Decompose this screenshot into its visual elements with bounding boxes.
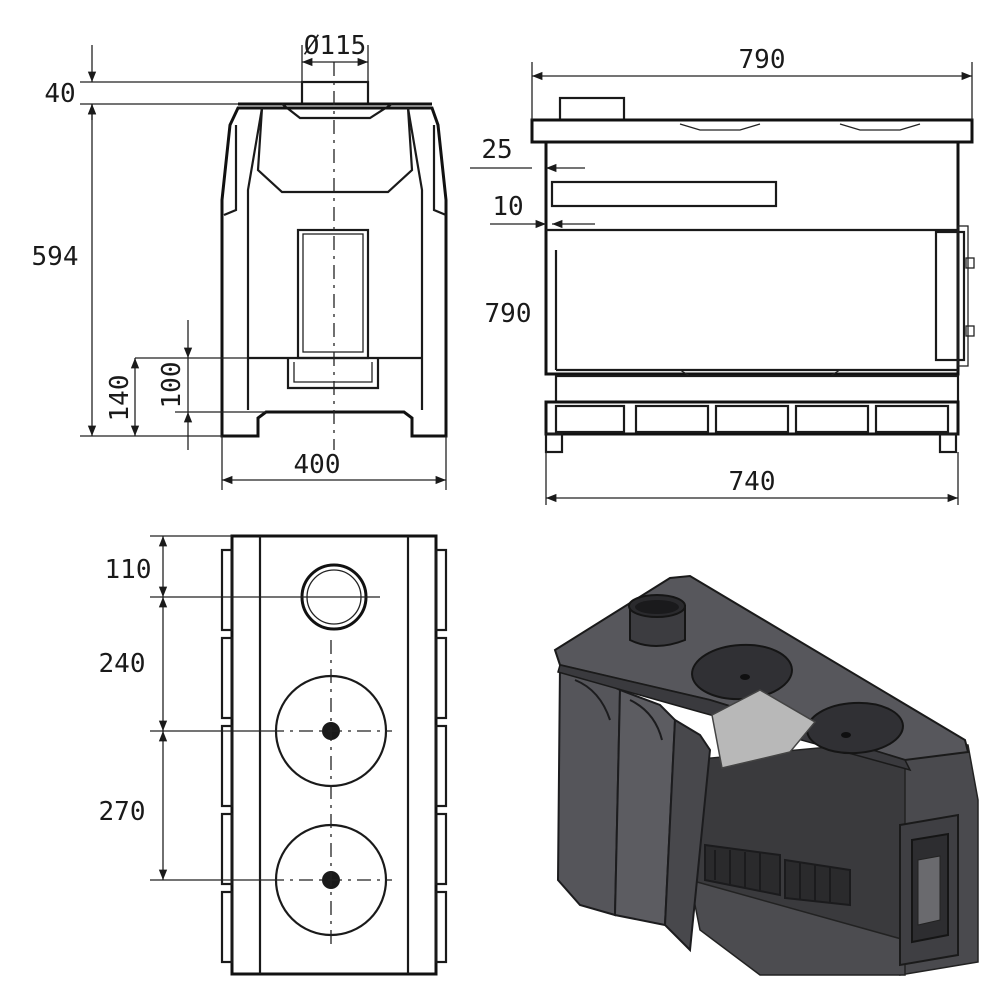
front-ash-pan-inner: [293, 362, 373, 383]
dim-hob1-spacing: 240: [99, 649, 146, 679]
dim-base-length: 740: [729, 467, 776, 497]
top-body-outline: [230, 534, 438, 976]
front-left-panel: [246, 107, 264, 410]
side-door-frame: [957, 225, 969, 367]
side-base-cell-4: [794, 404, 870, 434]
side-foot-right: [938, 432, 958, 454]
front-flue: [300, 80, 370, 106]
dim-overall-length: 790: [739, 45, 786, 75]
iso-render: [553, 574, 979, 976]
side-view: [530, 96, 975, 454]
front-view: [220, 62, 448, 450]
side-foot-left: [544, 432, 564, 454]
front-dimensions: Ø115 40 594 140 100 400: [32, 31, 447, 490]
front-door-opening: [296, 228, 370, 360]
side-base-cell-5: [874, 404, 950, 434]
top-view: [220, 534, 448, 976]
front-body-outline: [220, 106, 448, 438]
iso-flue-opening: [635, 600, 679, 614]
front-right-flap: [432, 125, 447, 217]
front-left-flap: [223, 125, 238, 217]
side-flue: [558, 96, 626, 122]
iso-grate: [704, 843, 851, 907]
front-ash-pan: [286, 358, 380, 390]
side-body: [544, 140, 960, 376]
iso-hob-2-knob: [841, 732, 851, 738]
side-base-cell-3: [714, 404, 790, 434]
front-hood: [256, 107, 414, 194]
iso-left-panel-3: [663, 718, 712, 953]
dim-front-width: 400: [294, 450, 341, 480]
dim-hob2-spacing: 270: [99, 797, 146, 827]
dim-flue-offset: 110: [105, 555, 152, 585]
side-hinge-top: [965, 257, 975, 269]
side-hob-rims: [679, 123, 921, 131]
top-right-flaps: [434, 548, 448, 964]
side-base-cell-1: [554, 404, 626, 434]
front-door-inner: [302, 233, 364, 353]
dim-base-height: 140: [105, 375, 135, 422]
dim-body-height: 594: [32, 242, 79, 272]
front-top-lip: [281, 103, 393, 120]
iso-floor: [689, 878, 906, 976]
top-dimensions: 110 240 270: [99, 535, 380, 881]
side-base-cell-2: [634, 404, 710, 434]
dim-top-offset: 25: [481, 135, 512, 165]
front-right-panel: [406, 107, 424, 410]
side-baffle: [550, 180, 778, 208]
dim-baffle-offset: 10: [492, 192, 523, 222]
side-base: [544, 400, 960, 436]
dim-side-height: 790: [485, 299, 532, 329]
side-ash-chamber: [554, 374, 960, 404]
iso-left-panel-1: [556, 663, 622, 917]
side-door: [934, 230, 966, 362]
dim-flue-height: 40: [44, 79, 75, 109]
iso-baffle: [711, 689, 817, 769]
dim-flue-diameter: Ø115: [304, 31, 367, 61]
side-top-plate: [530, 118, 974, 144]
top-left-flaps: [220, 548, 234, 964]
side-dimensions: 790 25 10 790 740: [470, 45, 973, 505]
side-hinge-bottom: [965, 325, 975, 337]
iso-door-glass: [917, 855, 941, 926]
dim-ash-height: 100: [157, 362, 187, 409]
iso-hob-1-knob: [740, 674, 750, 680]
